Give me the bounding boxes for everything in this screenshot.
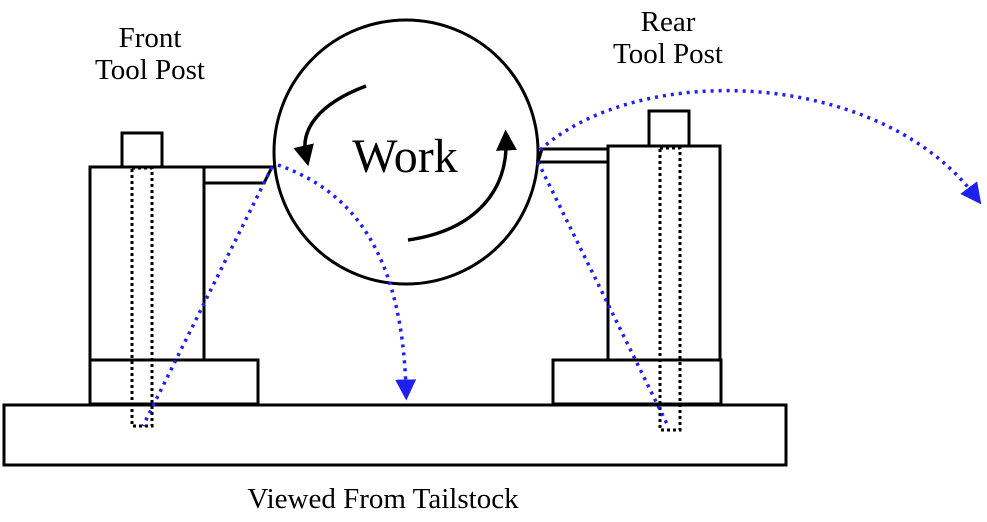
rear-tool-post-body bbox=[606, 144, 722, 362]
front-tool-force-line bbox=[141, 166, 274, 427]
front-tool-post-label-line2: Tool Post bbox=[95, 54, 205, 87]
rear-chip-path bbox=[538, 88, 982, 205]
rear-tool-post-label-line2: Tool Post bbox=[613, 38, 723, 71]
rotation-arrow-left bbox=[293, 84, 367, 167]
front-tool-post-label-line1: Front bbox=[118, 22, 182, 54]
machine-bed bbox=[2, 403, 788, 467]
rear-cutting-tool bbox=[535, 147, 610, 164]
front-tool-post-body bbox=[88, 165, 206, 362]
front-bolt-hidden bbox=[130, 166, 154, 428]
front-cutting-tool bbox=[202, 165, 275, 185]
rotation-arrow-right bbox=[407, 129, 517, 242]
rear-tool-post-label-line1: Rear bbox=[640, 6, 696, 38]
diagram-caption: Viewed From Tailstock bbox=[247, 483, 519, 515]
rear-tool-post bbox=[535, 109, 723, 432]
front-tool-post bbox=[88, 131, 275, 428]
front-tool-post-cap bbox=[120, 131, 164, 169]
rear-tool-post-cap bbox=[647, 109, 691, 148]
front-tool-post-label: Front Tool Post bbox=[70, 22, 230, 87]
front-tool-post-base bbox=[88, 358, 260, 406]
work-label: Work bbox=[352, 130, 458, 183]
rear-tool-force-line bbox=[536, 161, 670, 427]
rear-bolt-hidden bbox=[658, 146, 682, 432]
rear-tool-post-base bbox=[551, 358, 723, 406]
rear-tool-post-label: Rear Tool Post bbox=[588, 6, 748, 71]
workpiece bbox=[272, 18, 540, 286]
